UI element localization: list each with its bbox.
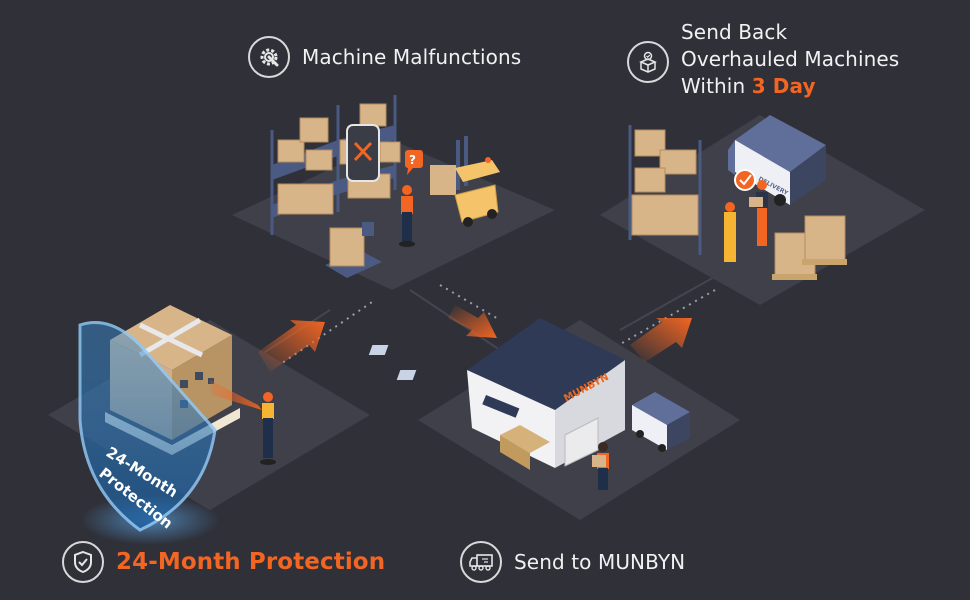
box-check-icon xyxy=(627,41,669,83)
arrow-to-malfunction xyxy=(258,320,325,372)
munbyn-warehouse-scene: MUNBYN xyxy=(368,318,690,490)
send-back-line2: Overhauled Machines xyxy=(681,47,900,71)
machine-malfunctions-label: Machine Malfunctions xyxy=(302,45,522,69)
step-send-to-munbyn: Send to MUNBYN xyxy=(460,541,685,583)
protection-label: 24-Month Protection xyxy=(116,549,386,575)
protection-scene: 24-Month Protection xyxy=(78,305,276,545)
step-machine-malfunctions: Machine Malfunctions xyxy=(248,36,521,78)
delivery-scene: DELIVERY xyxy=(628,115,847,280)
shield-check-icon xyxy=(62,541,104,583)
send-back-within: Within xyxy=(681,74,746,98)
arrow-to-sendback xyxy=(630,318,692,362)
shield-graphic xyxy=(78,321,217,532)
check-badge xyxy=(734,169,756,191)
step-send-back: Send Back Overhauled Machines Within 3 D… xyxy=(627,19,899,100)
truck-icon xyxy=(460,541,502,583)
send-to-munbyn-label: Send to MUNBYN xyxy=(514,550,686,574)
step-protection: 24-Month Protection xyxy=(62,541,385,583)
warehouse-rack-scene: ? xyxy=(270,95,500,278)
question-bubble xyxy=(405,150,423,168)
gear-wrench-icon xyxy=(248,36,290,78)
send-back-line1: Send Back xyxy=(681,20,788,44)
send-back-line3: Within 3 Day xyxy=(681,73,899,100)
arrow-to-munbyn xyxy=(448,305,497,338)
dotted-paths xyxy=(259,284,716,379)
send-back-days: 3 Day xyxy=(751,74,816,98)
question-mark: ? xyxy=(409,153,416,167)
